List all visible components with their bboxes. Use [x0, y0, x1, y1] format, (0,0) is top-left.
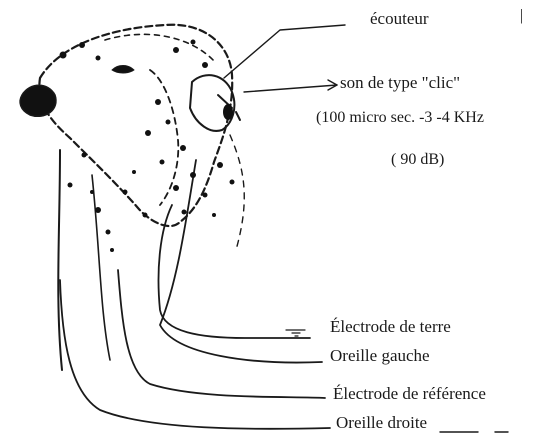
click-sound-label: son de type "clic"	[340, 74, 460, 91]
reference-electrode-label: Électrode de référence	[333, 385, 486, 402]
dog-spots	[60, 40, 235, 253]
dog-eye	[112, 66, 134, 74]
ground-electrode-wire	[159, 205, 311, 338]
left-ear-label: Oreille gauche	[330, 347, 430, 364]
earphone-label: écouteur	[370, 10, 429, 27]
earphone-pointer-line	[224, 25, 345, 78]
intensity-label: ( 90 dB)	[391, 152, 444, 168]
click-arrow-line	[244, 85, 337, 92]
right-ear-wire	[60, 280, 330, 429]
dog-nose	[20, 85, 56, 116]
ground-electrode-label: Électrode de terre	[330, 318, 451, 335]
stimulus-spec-label: (100 micro sec. -3 -4 KHz	[316, 110, 484, 126]
reference-electrode-wire	[118, 270, 325, 398]
right-ear-label: Oreille droite	[336, 414, 427, 431]
mark-tick: |	[520, 8, 523, 24]
